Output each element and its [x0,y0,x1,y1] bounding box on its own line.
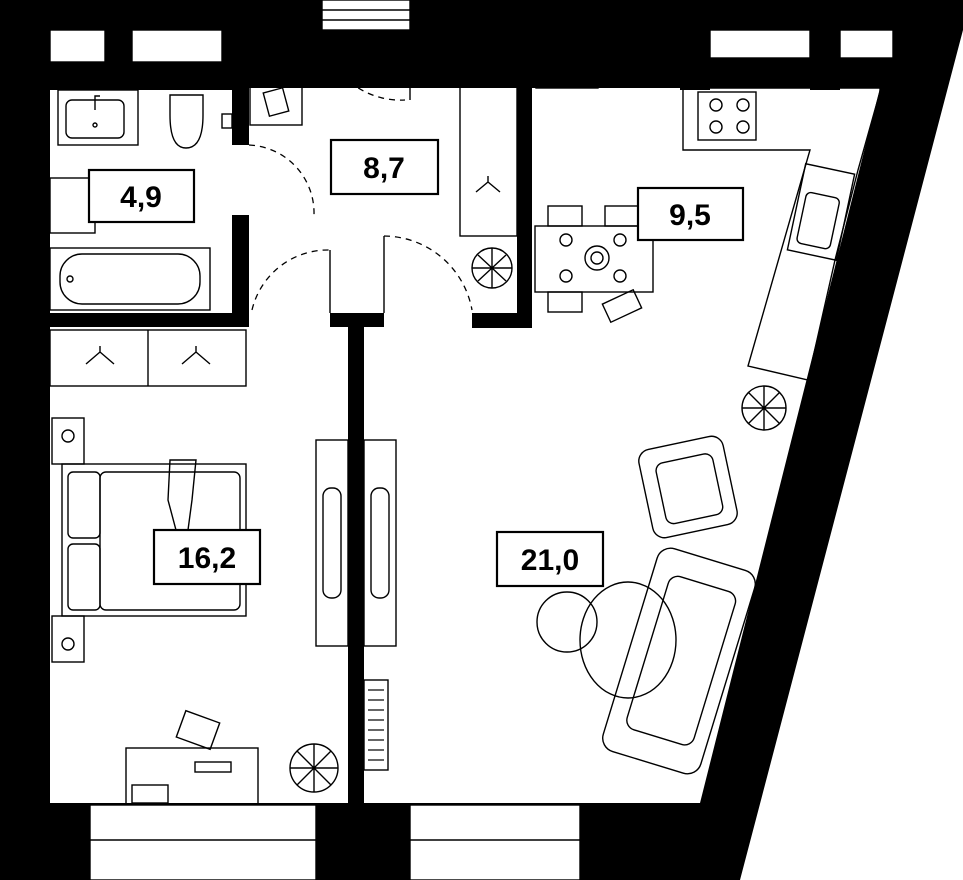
hall-wardrobe [459,29,518,237]
windows [49,0,894,880]
doors [248,30,473,313]
bedroom-closet-doors [315,439,349,647]
living-closet-doors [363,439,397,647]
entrance-door [321,34,406,101]
kitchen-sink [786,162,856,262]
dining-table [534,225,654,293]
area-kitchen: 9,5 [669,199,711,232]
room-label-kitchen: 9,5 [636,186,745,242]
bathtub [49,247,211,311]
area-living: 21,0 [521,544,579,577]
bathroom-door [248,144,315,216]
living-door [383,235,473,311]
room-labels: 4,9 8,7 9,5 16,2 21,0 [87,138,745,588]
kitchen-counter [682,87,881,381]
room-label-bathroom: 4,9 [87,168,196,224]
area-hallway: 8,7 [363,152,405,185]
living-fixtures [363,435,756,775]
desk [125,747,259,805]
room-label-living: 21,0 [495,530,605,588]
armchair [638,435,738,539]
radiator [363,679,389,771]
room-label-hallway: 8,7 [329,138,440,196]
coffee-table [536,591,598,653]
area-bedroom: 16,2 [178,542,236,575]
hall-cabinet [249,29,303,126]
room-label-bedroom: 16,2 [152,528,262,586]
kitchen-fixtures [534,29,881,431]
bathroom-fixtures [49,89,233,311]
hallway-fixtures [249,29,518,289]
bedroom-door [251,249,331,311]
toilet [169,94,204,149]
fridge [535,29,599,89]
area-bathroom: 4,9 [120,181,162,214]
stove [697,91,757,141]
sofa [602,547,756,775]
sink [57,89,139,146]
rug [579,581,677,699]
